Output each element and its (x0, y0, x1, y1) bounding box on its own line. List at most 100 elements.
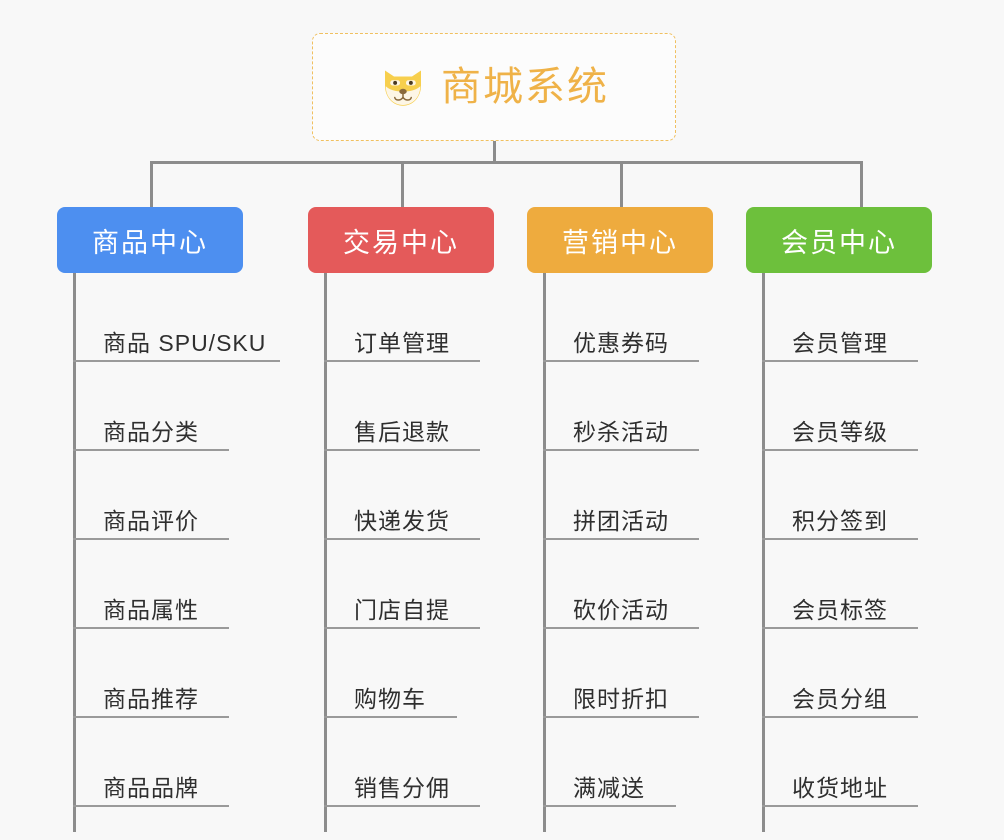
leaf-underline (73, 538, 229, 540)
connector-drop-product-center (150, 161, 153, 207)
leaf-item-label: 售后退款 (354, 418, 450, 445)
leaf-underline (73, 805, 229, 807)
leaf-item[interactable]: 会员等级 (746, 362, 976, 451)
leaf-underline (762, 538, 918, 540)
leaf-item[interactable]: 销售分佣 (308, 718, 538, 807)
column-marketing-center: 营销中心 优惠券码 秒杀活动 拼团活动 砍价活动 限时折扣 (527, 207, 757, 832)
leaf-item-label: 商品推荐 (103, 685, 199, 712)
leaf-item-label: 会员分组 (792, 685, 888, 712)
leaf-item-label: 优惠券码 (573, 329, 669, 356)
category-label: 商品中心 (92, 227, 208, 258)
category-label: 交易中心 (343, 227, 459, 258)
leaf-underline (324, 627, 480, 629)
leaf-item[interactable]: 购物车 (308, 629, 538, 718)
leaf-item-label: 满减送 (573, 774, 645, 801)
leaf-underline (324, 716, 457, 718)
connector-drop-member-center (860, 161, 863, 207)
leaf-underline (762, 627, 918, 629)
leaf-item[interactable]: 会员分组 (746, 629, 976, 718)
leaf-underline (324, 360, 480, 362)
leaf-item[interactable]: 会员管理 (746, 273, 976, 362)
leaf-item-label: 门店自提 (354, 596, 450, 623)
category-label: 营销中心 (562, 227, 678, 258)
leaf-underline (324, 538, 480, 540)
leaf-item-label: 秒杀活动 (573, 418, 669, 445)
leaf-item[interactable]: 商品分类 (57, 362, 307, 451)
leaf-item[interactable]: 售后退款 (308, 362, 538, 451)
leaf-item-label: 收货地址 (792, 774, 888, 801)
leaf-underline (73, 449, 229, 451)
leaf-underline (324, 449, 480, 451)
column-product-center: 商品中心 商品 SPU/SKU 商品分类 商品评价 商品属性 商品推荐 (57, 207, 307, 832)
leaf-item[interactable]: 商品评价 (57, 451, 307, 540)
leaf-item-label: 商品属性 (103, 596, 199, 623)
leaf-item-label: 拼团活动 (573, 507, 669, 534)
leaf-item-label: 购物车 (354, 685, 426, 712)
leaf-item[interactable]: 限时折扣 (527, 629, 757, 718)
leaf-underline (73, 627, 229, 629)
leaf-list-marketing-center: 优惠券码 秒杀活动 拼团活动 砍价活动 限时折扣 满减送 (527, 273, 757, 807)
leaf-item-label: 商品品牌 (103, 774, 199, 801)
leaf-rail (762, 273, 765, 832)
leaf-item[interactable]: 商品品牌 (57, 718, 307, 807)
leaf-underline (762, 716, 918, 718)
leaf-item-label: 积分签到 (792, 507, 888, 534)
category-card-product-center[interactable]: 商品中心 (57, 207, 243, 273)
category-label: 会员中心 (781, 227, 897, 258)
leaf-item[interactable]: 商品 SPU/SKU (57, 273, 307, 362)
shiba-dog-icon (379, 63, 427, 111)
leaf-item-label: 快递发货 (354, 507, 450, 534)
leaf-rail (324, 273, 327, 832)
leaf-underline (543, 627, 699, 629)
leaf-list-product-center: 商品 SPU/SKU 商品分类 商品评价 商品属性 商品推荐 商品品牌 (57, 273, 307, 807)
leaf-item[interactable]: 收货地址 (746, 718, 976, 807)
leaf-item-label: 订单管理 (354, 329, 450, 356)
leaf-item-label: 会员管理 (792, 329, 888, 356)
leaf-underline (543, 538, 699, 540)
leaf-item[interactable]: 会员标签 (746, 540, 976, 629)
category-card-trade-center[interactable]: 交易中心 (308, 207, 494, 273)
leaf-underline (73, 716, 229, 718)
leaf-item[interactable]: 拼团活动 (527, 451, 757, 540)
leaf-item[interactable]: 秒杀活动 (527, 362, 757, 451)
leaf-item[interactable]: 满减送 (527, 718, 757, 807)
root-node-商城系统[interactable]: 商城系统 (312, 33, 676, 141)
leaf-item[interactable]: 商品推荐 (57, 629, 307, 718)
leaf-item[interactable]: 砍价活动 (527, 540, 757, 629)
leaf-item-label: 限时折扣 (573, 685, 669, 712)
category-card-marketing-center[interactable]: 营销中心 (527, 207, 713, 273)
column-member-center: 会员中心 会员管理 会员等级 积分签到 会员标签 会员分组 (746, 207, 976, 832)
leaf-item-label: 会员等级 (792, 418, 888, 445)
leaf-underline (762, 449, 918, 451)
leaf-item[interactable]: 门店自提 (308, 540, 538, 629)
leaf-underline (543, 716, 699, 718)
leaf-item[interactable]: 商品属性 (57, 540, 307, 629)
leaf-item[interactable]: 积分签到 (746, 451, 976, 540)
connector-horizontal-bus (150, 161, 863, 164)
leaf-underline (543, 449, 699, 451)
column-trade-center: 交易中心 订单管理 售后退款 快递发货 门店自提 购物车 (308, 207, 538, 832)
leaf-item-label: 商品评价 (103, 507, 199, 534)
leaf-underline (543, 805, 676, 807)
leaf-rail (73, 273, 76, 832)
connector-root-stem (493, 141, 496, 163)
leaf-underline (324, 805, 480, 807)
leaf-underline (543, 360, 699, 362)
leaf-rail (543, 273, 546, 832)
leaf-item[interactable]: 订单管理 (308, 273, 538, 362)
leaf-item-label: 商品分类 (103, 418, 199, 445)
connector-drop-marketing-center (620, 161, 623, 207)
root-node-label: 商城系统 (441, 65, 609, 109)
leaf-item[interactable]: 优惠券码 (527, 273, 757, 362)
connector-drop-trade-center (401, 161, 404, 207)
leaf-item-label: 砍价活动 (573, 596, 669, 623)
leaf-item-label: 销售分佣 (354, 774, 450, 801)
leaf-underline (762, 805, 918, 807)
leaf-item-label: 商品 SPU/SKU (103, 329, 267, 356)
leaf-item[interactable]: 快递发货 (308, 451, 538, 540)
leaf-item-label: 会员标签 (792, 596, 888, 623)
category-card-member-center[interactable]: 会员中心 (746, 207, 932, 273)
leaf-list-member-center: 会员管理 会员等级 积分签到 会员标签 会员分组 收货地址 (746, 273, 976, 807)
leaf-underline (73, 360, 280, 362)
